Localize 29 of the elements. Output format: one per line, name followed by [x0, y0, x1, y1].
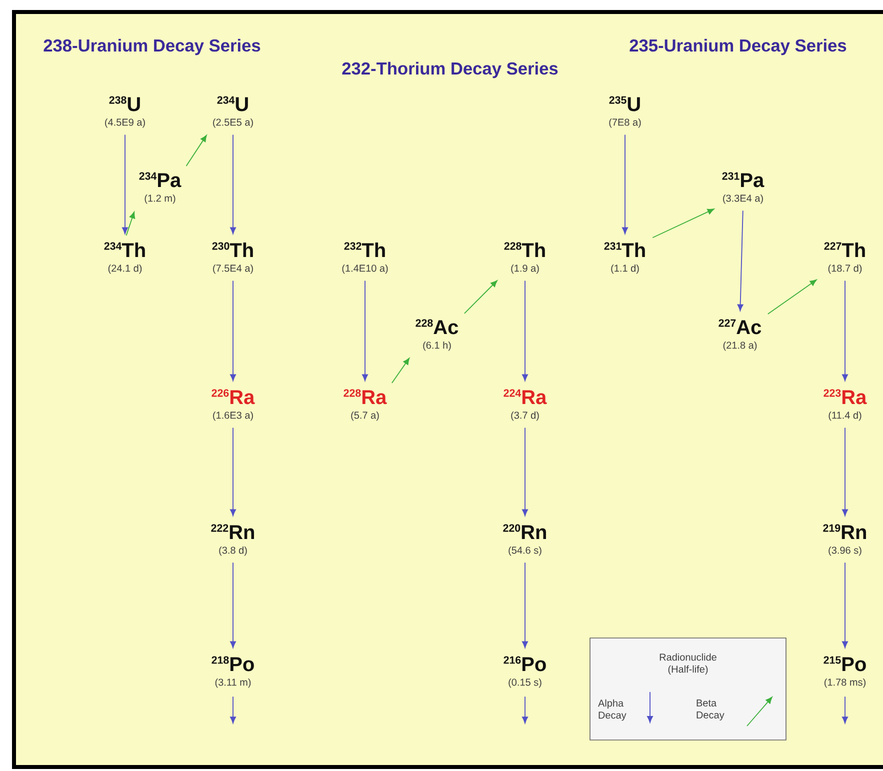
legend-text: Beta Decay — [696, 700, 724, 720]
arrow — [362, 280, 368, 382]
arrow — [842, 696, 848, 724]
arrow — [622, 134, 628, 234]
arrow — [391, 358, 410, 384]
arrow — [652, 208, 714, 238]
arrow — [230, 427, 236, 516]
legend-text: Alpha Decay — [598, 699, 626, 721]
arrow — [737, 210, 744, 312]
legend-heading: Radionuclide (Half-life) — [660, 653, 716, 675]
series-title: 232-Thorium Decay Series — [342, 62, 558, 78]
arrow — [842, 562, 848, 648]
arrow — [522, 427, 528, 516]
arrow — [522, 280, 528, 382]
arrow — [230, 696, 236, 724]
arrow — [464, 280, 498, 314]
arrow — [522, 696, 528, 724]
arrow — [842, 427, 848, 516]
arrow — [842, 280, 848, 382]
arrow — [122, 134, 128, 234]
arrow — [230, 134, 236, 234]
arrow — [230, 280, 236, 382]
arrow — [186, 135, 207, 166]
arrow — [767, 280, 817, 314]
series-title: 238-Uranium Decay Series — [44, 38, 260, 56]
arrow — [126, 212, 136, 236]
arrow — [522, 562, 528, 648]
arrow — [230, 562, 236, 648]
series-title: 235-Uranium Decay Series — [630, 38, 846, 56]
